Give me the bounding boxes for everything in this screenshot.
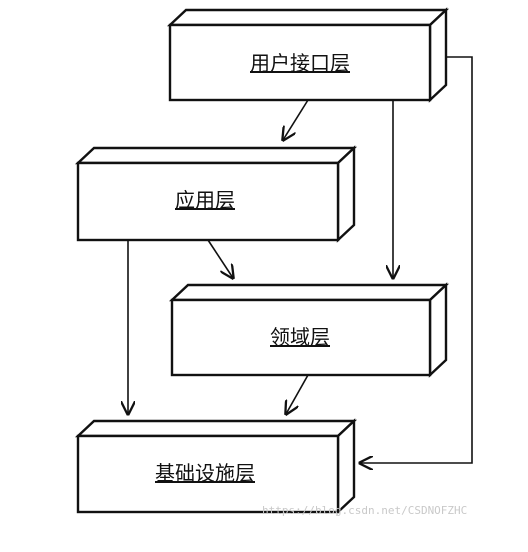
layer-box-domain: 领域层: [168, 282, 450, 378]
box-front-face: [76, 434, 340, 514]
arrow-ui-to-infra: [360, 56, 473, 463]
layer-label-app: 应用层: [175, 188, 235, 212]
box-top-face: [168, 283, 450, 302]
layer-label-infra: 基础设施层: [155, 461, 255, 485]
box-side-face: [336, 145, 356, 243]
layer-box-app: 应用层: [74, 145, 358, 243]
layer-box-ui: 用户接口层: [166, 7, 450, 103]
arrow-ui-to-app: [283, 99, 309, 140]
box-side-face: [336, 418, 356, 515]
box-top-face: [166, 8, 450, 27]
layer-label-domain: 领域层: [270, 325, 330, 349]
box-front-face: [168, 23, 432, 102]
box-side-face: [428, 7, 448, 103]
watermark-text: https://blog.csdn.net/CSDNOFZHC: [262, 504, 467, 517]
box-top-face: [74, 419, 358, 438]
box-front-face: [76, 161, 340, 242]
box-side-face: [428, 282, 448, 378]
layer-label-ui: 用户接口层: [250, 51, 350, 75]
layer-box-infra: 基础设施层: [74, 418, 358, 515]
box-top-face: [74, 146, 358, 165]
box-front-face: [170, 298, 432, 377]
arrow-app-to-domain: [207, 239, 233, 278]
arrow-domain-to-infra: [286, 374, 309, 414]
